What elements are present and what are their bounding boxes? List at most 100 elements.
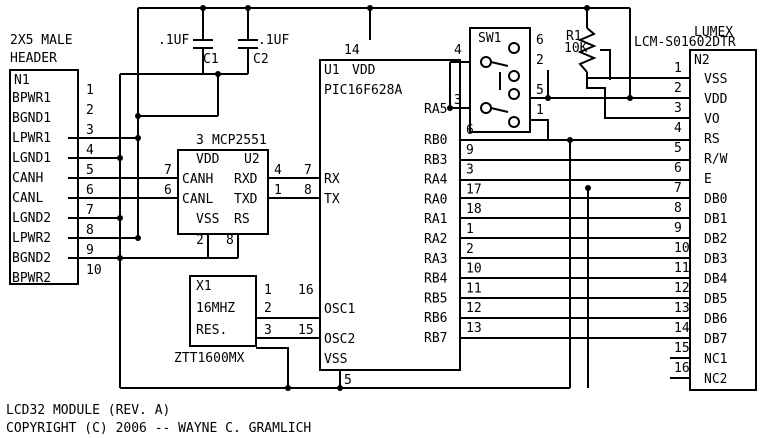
u2-canl: CANL <box>182 192 213 207</box>
u2-vss: VSS <box>196 212 219 227</box>
x1-part: ZTT1600MX <box>174 351 245 366</box>
header-pin-label: LGND1 <box>12 151 51 166</box>
u2-ref: U2 <box>244 152 260 167</box>
lcd-pin-number: 10 <box>674 241 690 256</box>
lcd-pin-number: 9 <box>674 221 682 236</box>
header-pin-label: BPWR2 <box>12 271 51 286</box>
x1-pin1: 1 <box>264 283 272 298</box>
lcd-pin-number: 6 <box>674 161 682 176</box>
header-pin-number: 9 <box>86 243 94 258</box>
sw1-pin-6: 6 <box>536 33 544 48</box>
u2-pin-vss: 2 <box>196 233 204 248</box>
u1-osc2: OSC2 <box>324 332 355 347</box>
lcd-body <box>689 49 757 391</box>
u1-body <box>319 59 461 371</box>
lcd-pin-number: 14 <box>674 321 690 336</box>
u1-port-pin: 9 <box>466 143 474 158</box>
r1-value: 10K <box>564 41 588 56</box>
lcd-pin-label: E <box>704 172 712 187</box>
r1-pot: R1 10K <box>564 27 597 73</box>
lcd-pin-label: VO <box>704 112 720 127</box>
sw1-switch: SW1 6 2 5 1 <box>469 27 544 133</box>
header-pin-label: LGND2 <box>12 211 51 226</box>
u2-pin-rs: 8 <box>226 233 234 248</box>
x1-ref: X1 <box>196 279 212 294</box>
u2-txd: TXD <box>234 192 258 207</box>
lcd-pin-label: NC1 <box>704 352 727 367</box>
lcd-pin-label: VSS <box>704 72 727 87</box>
u1-osc1-pin: 16 <box>298 283 314 298</box>
u1-ra5-pin-a: 4 <box>454 43 462 58</box>
u2-pin-canh: 7 <box>164 163 172 178</box>
u1-port-label: RB0 <box>424 133 447 148</box>
lcd-pin-number: 3 <box>674 101 682 116</box>
lcd-pin-number: 16 <box>674 361 690 376</box>
junction-dots <box>117 5 633 391</box>
u1-port-label: RA4 <box>424 173 448 188</box>
u1-port-pin: 18 <box>466 202 482 217</box>
c1-value: .1UF <box>158 33 189 48</box>
lcd-pin-label: DB5 <box>704 292 727 307</box>
c2-value: .1UF <box>258 33 289 48</box>
lcd-pin-number: 13 <box>674 301 690 316</box>
lcd-pin-number: 7 <box>674 181 682 196</box>
header-n1: 2X5 MALE HEADER N1 BPWR11BGND12LPWR13LGN… <box>9 33 102 286</box>
u1-ra5-pin-b: 3 <box>454 93 462 108</box>
header-pin-number: 4 <box>86 143 94 158</box>
wires <box>68 7 690 389</box>
u1-port-label: RB7 <box>424 331 447 346</box>
lcd-pin-number: 2 <box>674 81 682 96</box>
header-pin-number: 7 <box>86 203 94 218</box>
u1-tx: TX <box>324 192 340 207</box>
x1-body <box>189 275 257 347</box>
header-pin-label: BGND1 <box>12 111 51 126</box>
u2-pin-vdd: 3 <box>196 133 204 148</box>
lcd-pin-number: 4 <box>674 121 682 136</box>
u1-port-label: RB5 <box>424 291 447 306</box>
header-pin-number: 1 <box>86 83 94 98</box>
header-pin-label: CANH <box>12 171 43 186</box>
x1-freq: 16MHZ <box>196 301 235 316</box>
u1-port-label: RA2 <box>424 232 447 247</box>
u1-port-pin: 11 <box>466 281 482 296</box>
c1-ref: C1 <box>203 52 219 67</box>
u1-port-pin: 12 <box>466 301 482 316</box>
header-pin-number: 3 <box>86 123 94 138</box>
u1-osc1: OSC1 <box>324 302 355 317</box>
header-title-2: HEADER <box>10 51 57 66</box>
lcd-pin-number: 1 <box>674 61 682 76</box>
lcd-title-2: LCM-S01602DTR <box>634 35 736 50</box>
lcd-title-1: LUMEX <box>694 25 733 40</box>
lcd-pin-label: R/W <box>704 152 728 167</box>
sw1-body <box>469 27 531 133</box>
x1-pin3: 3 <box>264 323 272 338</box>
header-pin-number: 10 <box>86 263 102 278</box>
sw1-pin-5: 5 <box>536 83 544 98</box>
sw1-ref: SW1 <box>478 31 501 46</box>
lcd-pin-label: DB3 <box>704 252 727 267</box>
header-pins: BPWR11BGND12LPWR13LGND14CANH5CANL6LGND27… <box>12 83 102 286</box>
header-pin-label: CANL <box>12 191 43 206</box>
u1-vss: VSS <box>324 352 347 367</box>
u1-rx-pin: 7 <box>304 163 312 178</box>
u1-vdd: VDD <box>352 63 376 78</box>
capacitors: .1UF C1 .1UF C2 <box>158 33 289 67</box>
lcd-pin-label: DB6 <box>704 312 727 327</box>
u1-ra5: RA5 <box>424 102 447 117</box>
u2-body <box>177 149 269 235</box>
u2-rxd: RXD <box>234 172 258 187</box>
u1-ref: U1 <box>324 63 340 78</box>
header-pin-label: BPWR1 <box>12 91 51 106</box>
lcd-pin-number: 8 <box>674 201 682 216</box>
u1-port-pin: 3 <box>466 163 474 178</box>
u1-port-pin: 2 <box>466 242 474 257</box>
lcd-pin-label: VDD <box>704 92 728 107</box>
lcd-pin-label: DB7 <box>704 332 727 347</box>
u1-port-label: RA1 <box>424 212 447 227</box>
lcd-pin-number: 11 <box>674 261 690 276</box>
header-pin-number: 8 <box>86 223 94 238</box>
footer: LCD32 MODULE (REV. A) COPYRIGHT (C) 2006… <box>6 403 311 436</box>
lcd-pin-number: 15 <box>674 341 690 356</box>
u2-mcp2551: 3 MCP2551 VDD U2 CANH CANL VSS RXD TXD R… <box>164 133 282 248</box>
